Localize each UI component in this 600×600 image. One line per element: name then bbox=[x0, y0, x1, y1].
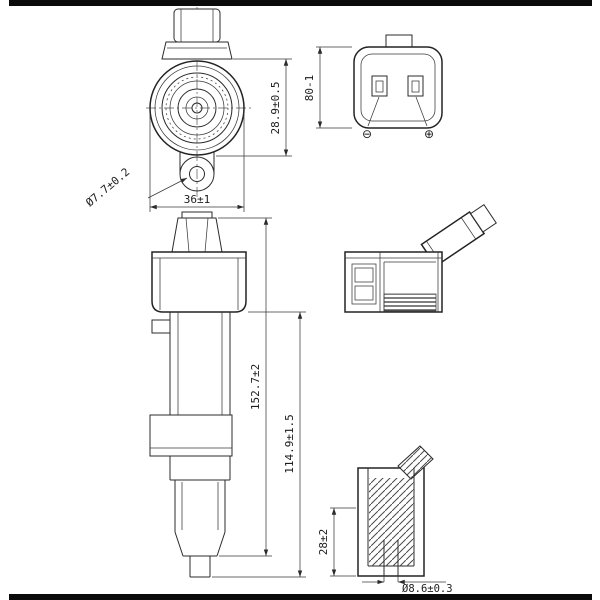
boot-detail-view: 28±2 Ø8.6±0.3 bbox=[317, 445, 453, 595]
dim-label-width: 36±1 bbox=[184, 193, 211, 206]
rotated-body-detail bbox=[345, 252, 442, 312]
boot-clamp-outline bbox=[149, 414, 233, 457]
rotated-body-socket bbox=[351, 263, 377, 305]
side-connector-cap bbox=[181, 211, 213, 219]
tip-diameter-extension-lines bbox=[383, 576, 399, 582]
connector-inner-shell bbox=[360, 53, 436, 122]
coil-connector-top-detail bbox=[180, 9, 214, 42]
top-scan-bar bbox=[9, 0, 592, 6]
angled-connector-tip bbox=[469, 204, 497, 233]
boot-lower-outline bbox=[174, 480, 226, 532]
detail-bottom-bore bbox=[383, 540, 399, 576]
dim-label-connector-height: 80-1 bbox=[303, 75, 316, 102]
terminal-positive-label: ⊕ bbox=[424, 127, 434, 141]
coil-ring-3 bbox=[169, 80, 225, 136]
rotated-body-port-1 bbox=[354, 267, 374, 283]
connector-extension-lines bbox=[316, 46, 352, 129]
width-extension-lines bbox=[149, 113, 245, 212]
connector-face-view: ⊖ ⊕ 80-1 bbox=[303, 34, 443, 141]
coil-collar-outline bbox=[161, 41, 233, 60]
side-view-rotated bbox=[344, 204, 497, 313]
boot-upper-outline bbox=[169, 312, 231, 415]
coil-ring-texture bbox=[165, 76, 229, 140]
boot-side-notch bbox=[151, 319, 171, 334]
front-view: Ø7.7±0.2 36±1 28.9±0.5 bbox=[83, 8, 292, 212]
terminal-pin-right bbox=[411, 80, 420, 93]
coil-ring-5 bbox=[185, 96, 209, 120]
side-view-front: 152.7±2 114.9±1.5 bbox=[149, 211, 306, 578]
dim-label-tip-diameter: Ø8.6±0.3 bbox=[402, 583, 453, 595]
connector-outer-shell bbox=[353, 46, 443, 129]
terminal-pin-left bbox=[375, 80, 384, 93]
boot-mid-outline bbox=[169, 456, 231, 481]
side-connector-detail bbox=[185, 217, 209, 253]
hole-leader-line bbox=[147, 177, 188, 199]
coil-body-outline bbox=[151, 251, 247, 313]
total-length-extension-lines bbox=[218, 217, 272, 557]
dim-label-tip-length: 28±2 bbox=[317, 529, 330, 556]
rotated-body-hatch-band bbox=[383, 293, 437, 312]
boot-tip-outline bbox=[189, 556, 211, 578]
rotated-body-port-2 bbox=[354, 285, 374, 301]
mount-hole-circle bbox=[189, 166, 205, 182]
bottom-scan-bar bbox=[9, 594, 592, 600]
coil-ring-4 bbox=[177, 88, 217, 128]
coil-body-detail bbox=[152, 257, 246, 310]
terminal-leader-lines bbox=[367, 96, 428, 127]
head-height-extension-lines bbox=[216, 58, 292, 157]
connector-lock-tab bbox=[385, 34, 413, 49]
boot-lower-detail bbox=[181, 482, 219, 530]
coil-ring-1 bbox=[154, 65, 240, 151]
terminal-slot-left bbox=[371, 75, 388, 97]
dim-label-hole-diameter: Ø7.7±0.2 bbox=[83, 165, 132, 209]
dim-label-total-length: 152.7±2 bbox=[249, 364, 262, 410]
dim-label-head-height: 28.9±0.5 bbox=[269, 82, 282, 135]
detail-angled-piece bbox=[397, 445, 434, 480]
coil-outer-circle bbox=[149, 60, 245, 156]
terminal-slot-right bbox=[407, 75, 424, 97]
coil-center-hole bbox=[191, 102, 203, 114]
detail-spring-hatch bbox=[369, 478, 414, 566]
mount-boss-circle bbox=[179, 156, 215, 192]
terminal-negative-label: ⊖ bbox=[362, 127, 372, 141]
coil-ring-2 bbox=[161, 72, 233, 144]
boot-length-extension-lines bbox=[212, 311, 306, 578]
side-connector-outline bbox=[171, 217, 223, 253]
boot-taper-outline bbox=[174, 531, 226, 557]
dim-label-boot-length: 114.9±1.5 bbox=[283, 414, 296, 474]
boot-upper-detail bbox=[177, 312, 223, 415]
